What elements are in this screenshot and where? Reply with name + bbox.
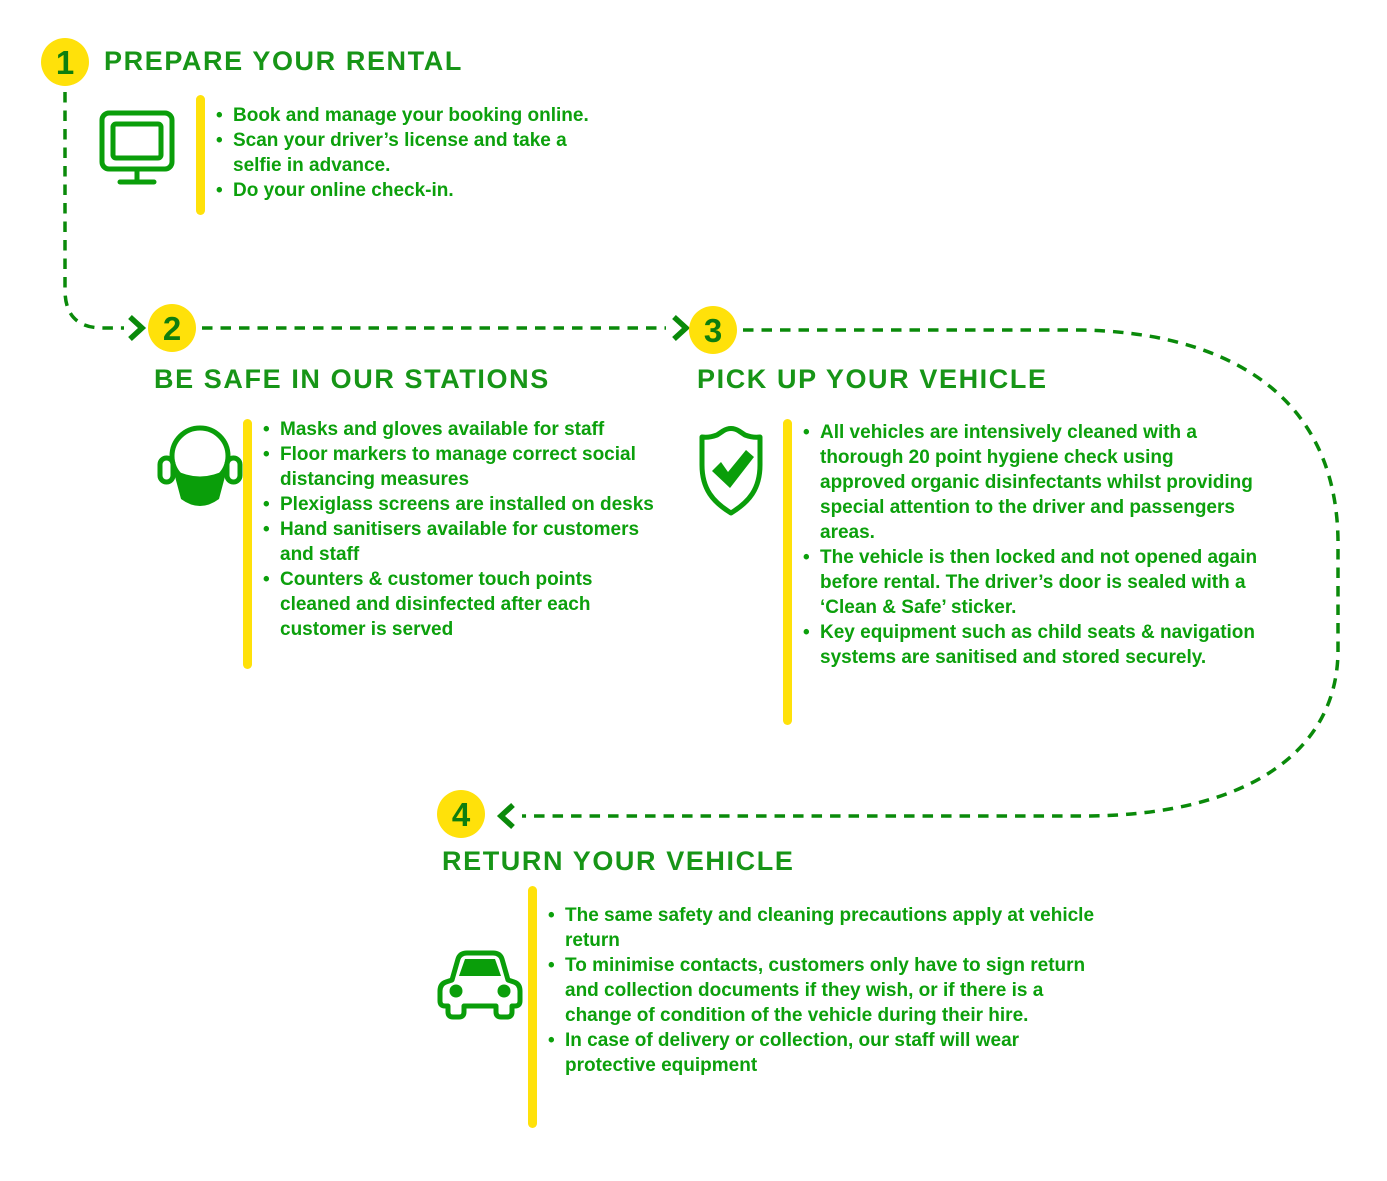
bullet-item: The same safety and cleaning precautions… <box>548 903 1100 953</box>
bullet-item: Scan your driver’s license and take a se… <box>216 128 616 178</box>
step-4-badge: 4 <box>437 790 485 838</box>
step-2-accent-bar <box>243 419 252 669</box>
step-3-number: 3 <box>703 311 723 349</box>
bullet-item: Key equipment such as child seats & navi… <box>803 620 1258 670</box>
step-4-title: RETURN YOUR VEHICLE <box>442 846 795 876</box>
step-2-badge: 2 <box>148 304 196 352</box>
bullet-item: Do your online check-in. <box>216 178 616 203</box>
car-icon <box>436 938 524 1025</box>
bullet-item: Masks and gloves available for staff <box>263 417 655 442</box>
bullet-item: Book and manage your booking online. <box>216 103 616 128</box>
step-3-bullet-list: All vehicles are intensively cleaned wit… <box>803 420 1258 670</box>
step-1-accent-bar <box>196 95 205 215</box>
bullet-item: Counters & customer touch points cleaned… <box>263 567 655 642</box>
connector-step1-to-step2 <box>63 92 124 330</box>
step-4-number: 4 <box>451 795 471 833</box>
step-1-title: PREPARE YOUR RENTAL <box>104 46 463 76</box>
connector-step3-to-step4 <box>522 328 1340 818</box>
computer-monitor-icon <box>97 106 177 193</box>
bullet-item: To minimise contacts, customers only hav… <box>548 953 1100 1028</box>
arrow-left-icon <box>496 802 515 830</box>
arrow-right-icon <box>128 314 147 342</box>
bullet-item: Hand sanitisers available for customers … <box>263 517 655 567</box>
step-1-number: 1 <box>55 43 75 81</box>
step-1-badge: 1 <box>41 38 89 86</box>
step-4-accent-bar <box>528 886 537 1128</box>
step-3-title: PICK UP YOUR VEHICLE <box>697 364 1048 394</box>
arrow-right-icon <box>672 314 691 342</box>
step-2-number: 2 <box>162 309 182 347</box>
bullet-item: Floor markers to manage correct social d… <box>263 442 655 492</box>
step-3-badge: 3 <box>689 306 737 354</box>
bullet-item: In case of delivery or collection, our s… <box>548 1028 1100 1078</box>
face-mask-icon <box>156 420 244 515</box>
bullet-item: All vehicles are intensively cleaned wit… <box>803 420 1258 545</box>
shield-check-icon <box>694 423 768 524</box>
step-3-accent-bar <box>783 419 792 725</box>
bullet-item: The vehicle is then locked and not opene… <box>803 545 1258 620</box>
step-2-bullet-list: Masks and gloves available for staff Flo… <box>263 417 655 642</box>
step-1-bullet-list: Book and manage your booking online. Sca… <box>216 103 616 203</box>
step-2-title: BE SAFE IN OUR STATIONS <box>154 364 550 394</box>
bullet-item: Plexiglass screens are installed on desk… <box>263 492 655 517</box>
step-4-bullet-list: The same safety and cleaning precautions… <box>548 903 1100 1078</box>
